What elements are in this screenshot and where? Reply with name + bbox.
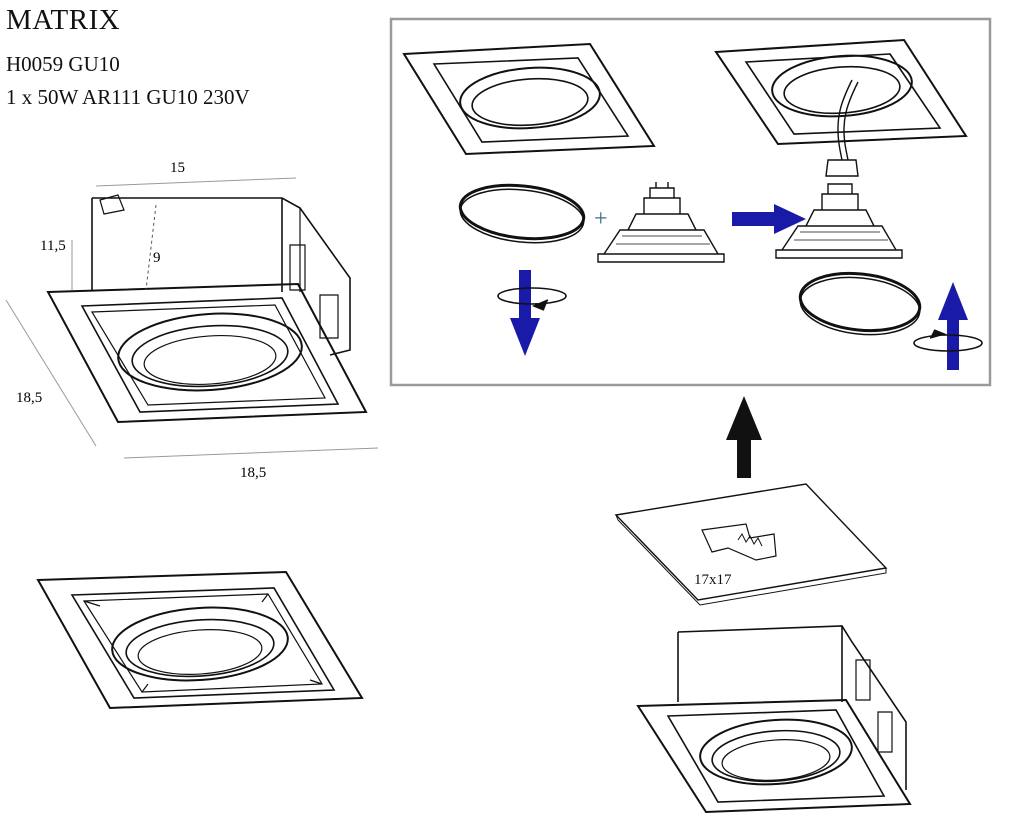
- panel-frame-left: [402, 42, 656, 156]
- dim-depth-inner: 9: [153, 250, 161, 266]
- panel-frame-right: [714, 38, 968, 161]
- instruction-panel: [389, 17, 992, 387]
- panel-ring-removed: [458, 183, 586, 244]
- dim-frame-front: 18,5: [240, 465, 266, 481]
- dim-height-side: 11,5: [40, 238, 66, 254]
- installed-lamp-drawing: [636, 625, 912, 814]
- dimension-lines: [5, 177, 379, 459]
- cutout-size-label: 17x17: [694, 572, 732, 588]
- blue-right-arrow-icon: [732, 204, 806, 234]
- product-spec: 1 x 50W AR111 GU10 230V: [6, 85, 250, 109]
- frame-top-view: [36, 570, 364, 710]
- lamp-ar111-left: [597, 182, 725, 263]
- ceiling-cutout-panel: [614, 483, 888, 606]
- panel-ring-install: [798, 271, 922, 336]
- blue-up-arrow-icon: [938, 282, 968, 370]
- product-title: MATRIX: [6, 4, 121, 36]
- dimensioned-lamp-drawing: [46, 194, 368, 424]
- blue-down-arrow-icon: [510, 270, 540, 356]
- dim-frame-side: 18,5: [16, 390, 42, 406]
- dim-width-top: 15: [170, 160, 185, 176]
- black-up-arrow-icon: [726, 396, 762, 478]
- rotate-icon: [913, 329, 983, 352]
- plus-sign: +: [594, 206, 608, 232]
- product-code: H0059 GU10: [6, 52, 120, 76]
- lamp-ar111-right: [775, 159, 903, 259]
- rotate-icon: [497, 287, 567, 311]
